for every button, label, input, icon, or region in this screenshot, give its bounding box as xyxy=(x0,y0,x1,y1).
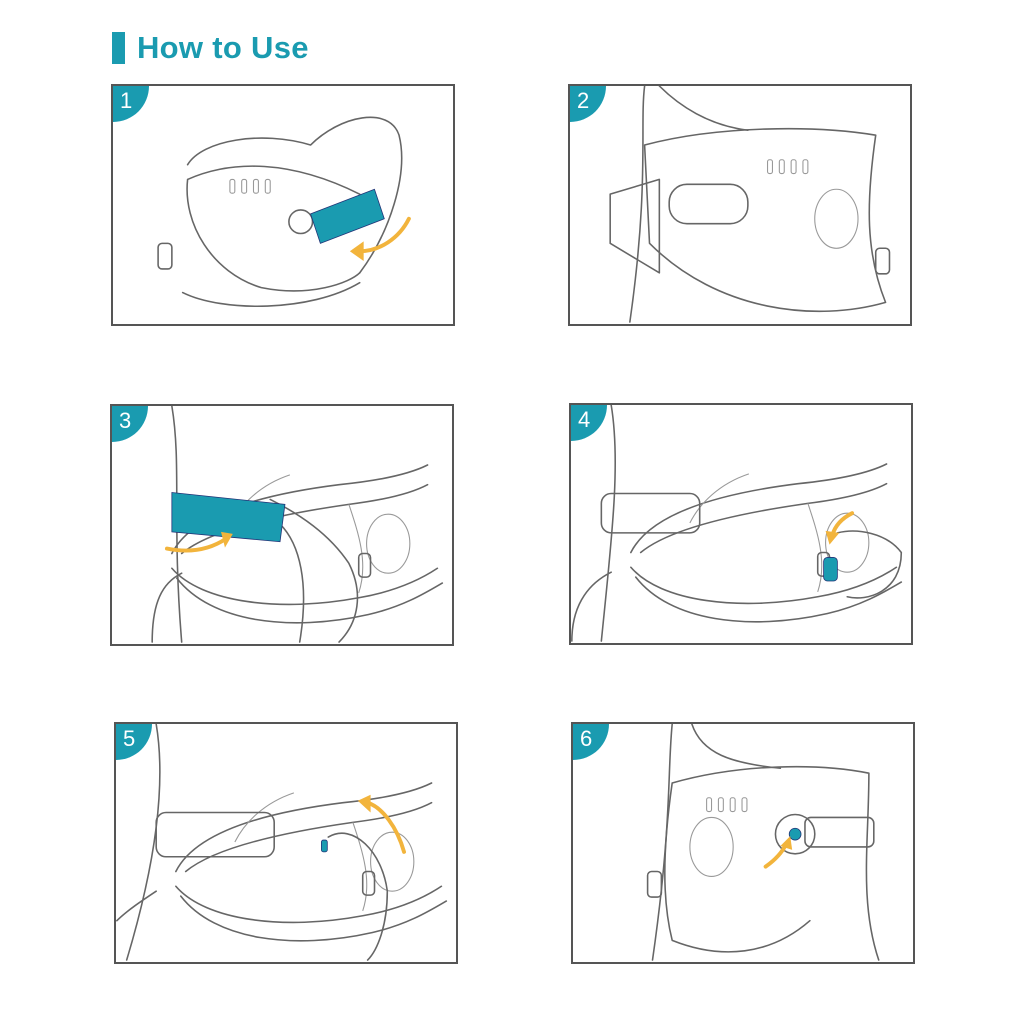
section-header: How to Use xyxy=(112,30,309,66)
page-title: How to Use xyxy=(137,30,309,65)
step-panel-2: 2 xyxy=(568,84,912,326)
step-number-badge: 5 xyxy=(116,724,152,760)
step-panel-6: 6 xyxy=(571,722,915,964)
step-illustration xyxy=(609,86,891,323)
step-panel-5: 5 xyxy=(114,722,458,964)
step-illustration xyxy=(116,724,448,961)
step-panel-4: 4 xyxy=(569,403,913,645)
step-number-badge: 1 xyxy=(113,86,149,122)
step-illustration xyxy=(157,116,411,307)
title-accent-bar xyxy=(112,32,125,64)
step-illustration xyxy=(571,405,903,642)
step-panel-3: 3 xyxy=(110,404,454,646)
step-illustration xyxy=(151,406,444,643)
step-number-badge: 2 xyxy=(570,86,606,122)
step-panel-1: 1 xyxy=(111,84,455,326)
step-illustration xyxy=(646,724,880,961)
